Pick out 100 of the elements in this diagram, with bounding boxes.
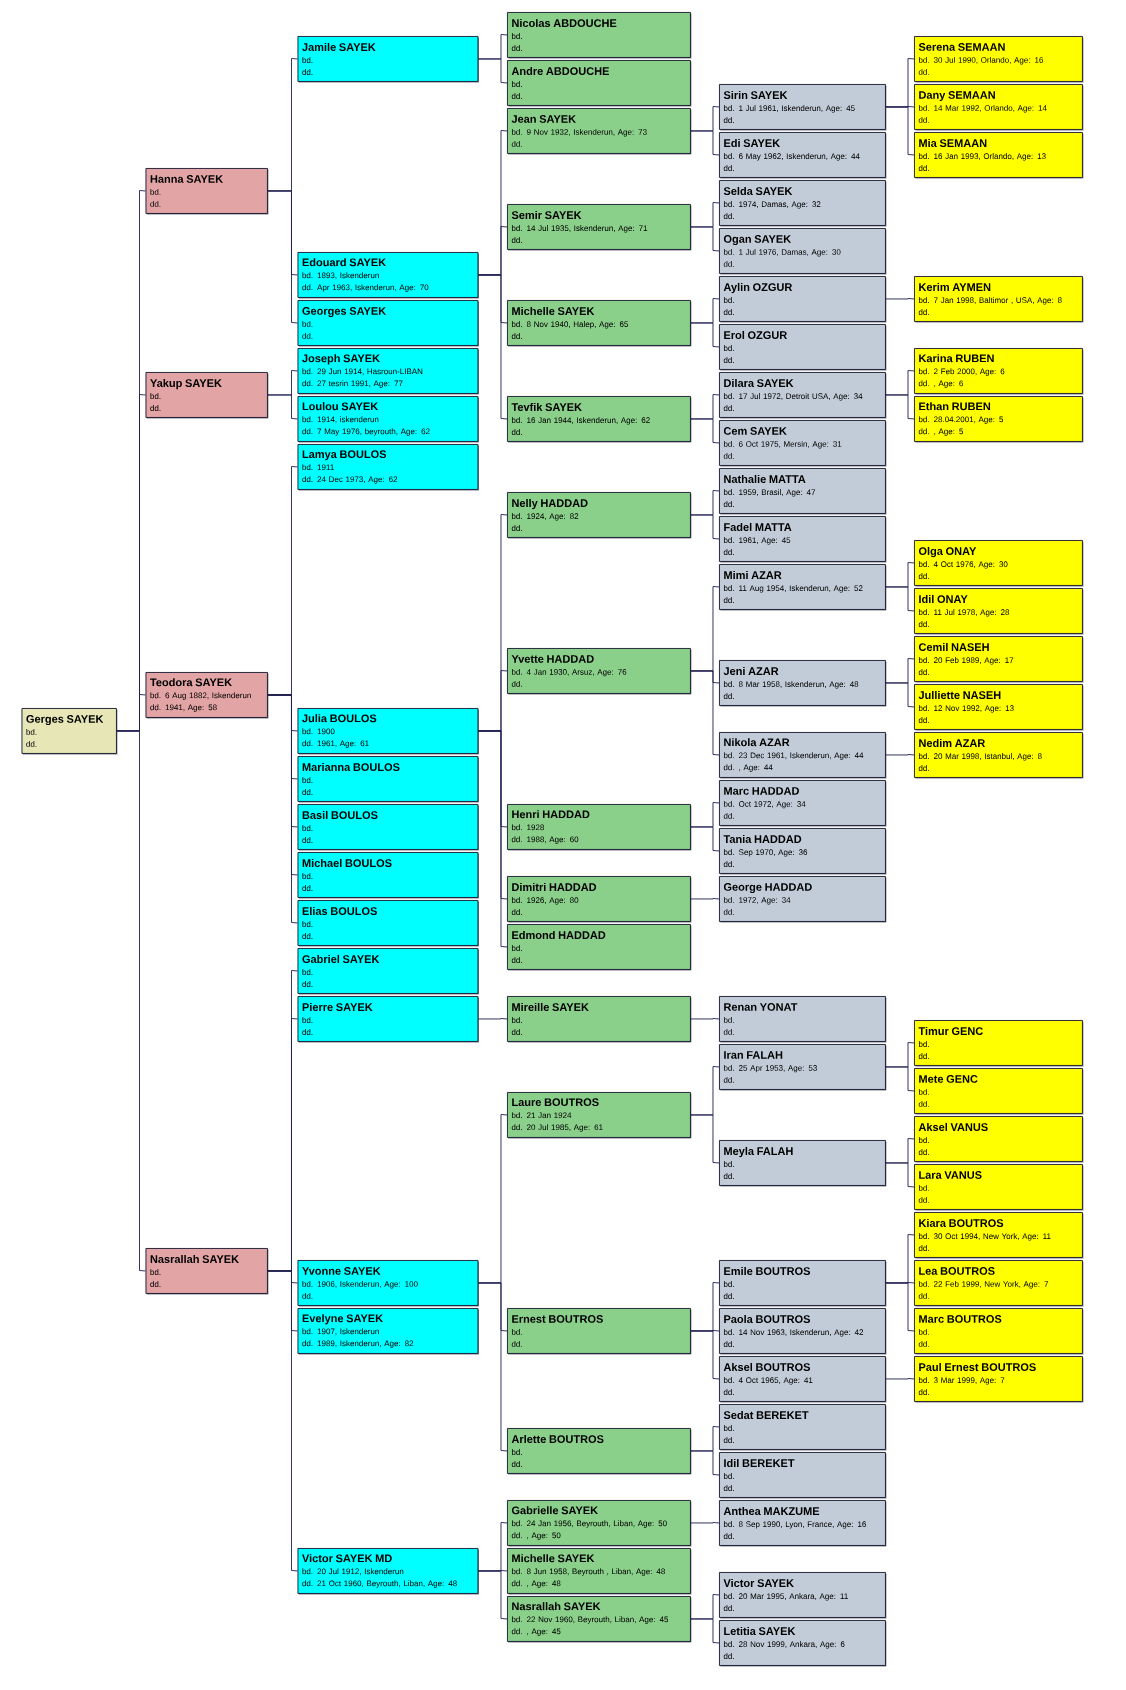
- connector-line: [690, 418, 720, 444]
- connector-line: [477, 1018, 508, 1020]
- person-box: Hanna SAYEK bd. dd.: [145, 168, 269, 215]
- person-box: Yvonne SAYEK bd. 1906, Iskenderun, Age: 100 dd.: [297, 1260, 479, 1307]
- person-box: Sirin SAYEK bd. 1 Jul 1961, Iskenderun, Age: 45 dd.: [719, 84, 887, 131]
- person-box: Paul Ernest BOUTROS bd. 3 Mar 1999, Age: 7 dd.: [914, 1356, 1084, 1403]
- person-box: Idil BEREKET bd. dd.: [719, 1452, 887, 1499]
- person-box: Iran FALAH bd. 25 Apr 1953, Age: 53 dd.: [719, 1044, 887, 1091]
- connector-line: [267, 394, 298, 420]
- person-box: Aksel BOUTROS bd. 4 Oct 1965, Age: 41 dd.: [719, 1356, 887, 1403]
- connector-line: [690, 514, 720, 540]
- person-box: Michelle SAYEK bd. 8 Nov 1940, Halep, Age: 65 dd.: [507, 300, 692, 347]
- connector-line: [885, 106, 915, 156]
- connector-line: [267, 190, 298, 324]
- connector-line: [477, 1570, 508, 1620]
- person-box: Elias BOULOS bd. dd.: [297, 900, 479, 947]
- person-box: Lara VANUS bd. dd.: [914, 1164, 1084, 1211]
- person-box: Michael BOULOS bd. dd.: [297, 852, 479, 899]
- person-box: Julia BOULOS bd. 1900 dd. 1961, Age: 61: [297, 708, 479, 755]
- person-box: Olga ONAY bd. 4 Oct 1976, Age: 30 dd.: [914, 540, 1084, 587]
- person-box: Arlette BOUTROS bd. dd.: [507, 1428, 692, 1475]
- person-box: Nasrallah SAYEK bd. dd.: [145, 1248, 269, 1295]
- person-box: Dimitri HADDAD bd. 1926, Age: 80 dd.: [507, 876, 692, 923]
- person-box: Evelyne SAYEK bd. 1907, Iskenderun dd. 1989, Iskenderun, Age: 82: [297, 1308, 479, 1355]
- person-box: Edouard SAYEK bd. 1893, Iskenderun dd. Apr 1963, Iskenderun, Age: 70: [297, 252, 479, 299]
- connector-line: [885, 1066, 915, 1092]
- person-box: Anthea MAKZUME bd. 8 Sep 1990, Lyon, France, Age: 16 dd.: [719, 1500, 887, 1547]
- connector-line: [885, 682, 915, 708]
- person-box: Serena SEMAAN bd. 30 Jul 1990, Orlando, Age: 16 dd.: [914, 36, 1084, 83]
- person-box: Georges SAYEK bd. dd.: [297, 300, 479, 347]
- connector-line: [885, 1378, 915, 1380]
- person-box: Mireille SAYEK bd. dd.: [507, 996, 692, 1043]
- person-box: Dilara SAYEK bd. 17 Jul 1972, Detroit USA, Age: 34 dd.: [719, 372, 887, 419]
- connector-line: [690, 1450, 720, 1476]
- person-box: Emile BOUTROS bd. dd.: [719, 1260, 887, 1307]
- connector-line: [885, 298, 915, 300]
- person-box: Edi SAYEK bd. 6 May 1962, Iskenderun, Age: 44 dd.: [719, 132, 887, 179]
- person-box: Julliette NASEH bd. 12 Nov 1992, Age: 13 dd.: [914, 684, 1084, 731]
- person-box: Jamile SAYEK bd. dd.: [297, 36, 479, 83]
- person-box: Timur GENC bd. dd.: [914, 1020, 1084, 1067]
- connector-line: [267, 694, 298, 924]
- person-box: Marianna BOULOS bd. dd.: [297, 756, 479, 803]
- person-box: Jean SAYEK bd. 9 Nov 1932, Iskenderun, Age: 73 dd.: [507, 108, 692, 155]
- person-box: Marc BOUTROS bd. dd.: [914, 1308, 1084, 1355]
- connector-line: [690, 226, 720, 252]
- person-box: Cemil NASEH bd. 20 Feb 1989, Age: 17 dd.: [914, 636, 1084, 683]
- connector-line: [690, 130, 720, 156]
- person-box: Nikola AZAR bd. 23 Dec 1961, Iskenderun, Age: 44 dd. , Age: 44: [719, 732, 887, 779]
- person-box: Laure BOUTROS bd. 21 Jan 1924 dd. 20 Jul 1985, Age: 61: [507, 1092, 692, 1139]
- person-box: Nelly HADDAD bd. 1924, Age: 82 dd.: [507, 492, 692, 539]
- person-box: Idil ONAY bd. 11 Jul 1978, Age: 28 dd.: [914, 588, 1084, 635]
- person-box: Kerim AYMEN bd. 7 Jan 1998, Baltimor , USA, Age: 8 dd.: [914, 276, 1084, 323]
- person-box: Pierre SAYEK bd. dd.: [297, 996, 479, 1043]
- person-box: Yvette HADDAD bd. 4 Jan 1930, Arsuz, Age: 76 dd.: [507, 648, 692, 695]
- person-box: Tania HADDAD bd. Sep 1970, Age: 36 dd.: [719, 828, 887, 875]
- person-box: Dany SEMAAN bd. 14 Mar 1992, Orlando, Age: 14 dd.: [914, 84, 1084, 131]
- person-box: Renan YONAT bd. dd.: [719, 996, 887, 1043]
- person-box: Nicolas ABDOUCHE bd. dd.: [507, 12, 692, 59]
- person-box: Victor SAYEK MD bd. 20 Jul 1912, Iskenderun dd. 21 Oct 1960, Beyrouth, Liban, Age: 48: [297, 1548, 479, 1595]
- person-box: Edmond HADDAD bd. dd.: [507, 924, 692, 971]
- connector-line: [477, 1282, 508, 1452]
- connector-line: [885, 394, 915, 420]
- connector-line: [690, 1114, 720, 1164]
- person-box: Loulou SAYEK bd. 1914, iskenderun dd. 7 May 1976, beyrouth, Age: 62: [297, 396, 479, 443]
- person-box: Letitia SAYEK bd. 28 Nov 1999, Ankara, Age: 6 dd.: [719, 1620, 887, 1667]
- connector-line: [690, 898, 720, 900]
- person-box: Aylin OZGUR bd. dd.: [719, 276, 887, 323]
- person-box: Mia SEMAAN bd. 16 Jan 1993, Orlando, Age: 13 dd.: [914, 132, 1084, 179]
- person-box: Nedim AZAR bd. 20 Mar 1998, Istanbul, Age: 8 dd.: [914, 732, 1084, 779]
- person-box: Jeni AZAR bd. 8 Mar 1958, Iskenderun, Age: 48 dd.: [719, 660, 887, 707]
- person-box: Tevfik SAYEK bd. 16 Jan 1944, Iskenderun, Age: 62 dd.: [507, 396, 692, 443]
- connector-line: [690, 670, 720, 756]
- person-box: Lamya BOULOS bd. 1911 dd. 24 Dec 1973, Age: 62: [297, 444, 479, 491]
- person-box: Basil BOULOS bd. dd.: [297, 804, 479, 851]
- person-box: Kiara BOUTROS bd. 30 Oct 1994, New York, Age: 11 dd.: [914, 1212, 1084, 1259]
- connector-line: [477, 730, 508, 948]
- connector-line: [477, 58, 508, 84]
- person-box: Meyla FALAH bd. dd.: [719, 1140, 887, 1187]
- connector-line: [267, 1270, 298, 1572]
- person-box: Mimi AZAR bd. 11 Aug 1954, Iskenderun, Age: 52 dd.: [719, 564, 887, 611]
- connector-line: [885, 1282, 915, 1332]
- person-box: Ogan SAYEK bd. 1 Jul 1976, Damas, Age: 30 dd.: [719, 228, 887, 275]
- person-box: Michelle SAYEK bd. 8 Jun 1958, Beyrouth , Liban, Age: 48 dd. , Age: 48: [507, 1548, 692, 1595]
- person-box: Sedat BEREKET bd. dd.: [719, 1404, 887, 1451]
- person-box: Ernest BOUTROS bd. dd.: [507, 1308, 692, 1355]
- person-box: Gabrielle SAYEK bd. 24 Jan 1956, Beyrouth, Liban, Age: 50 dd. , Age: 50: [507, 1500, 692, 1547]
- person-box: Marc HADDAD bd. Oct 1972, Age: 34 dd.: [719, 780, 887, 827]
- person-box: Joseph SAYEK bd. 29 Jun 1914, Hasroun-LIBAN dd. 27 tesrin 1991, Age: 77: [297, 348, 479, 395]
- person-box: Gabriel SAYEK bd. dd.: [297, 948, 479, 995]
- person-box: Paola BOUTROS bd. 14 Nov 1963, Iskenderun, Age: 42 dd.: [719, 1308, 887, 1355]
- connector-line: [690, 1330, 720, 1380]
- person-box: Cem SAYEK bd. 6 Oct 1975, Mersin, Age: 31 dd.: [719, 420, 887, 467]
- connector-line: [690, 322, 720, 348]
- person-box: George HADDAD bd. 1972, Age: 34 dd.: [719, 876, 887, 923]
- person-box: Mete GENC bd. dd.: [914, 1068, 1084, 1115]
- person-box: Semir SAYEK bd. 14 Jul 1935, Iskenderun, Age: 71 dd.: [507, 204, 692, 251]
- connector-line: [477, 274, 508, 420]
- person-box: Teodora SAYEK bd. 6 Aug 1882, Iskenderun dd. 1941, Age: 58: [145, 672, 269, 719]
- connector-line: [690, 1618, 720, 1644]
- person-box: Ethan RUBEN bd. 28.04.2001, Age: 5 dd. , Age: 5: [914, 396, 1084, 443]
